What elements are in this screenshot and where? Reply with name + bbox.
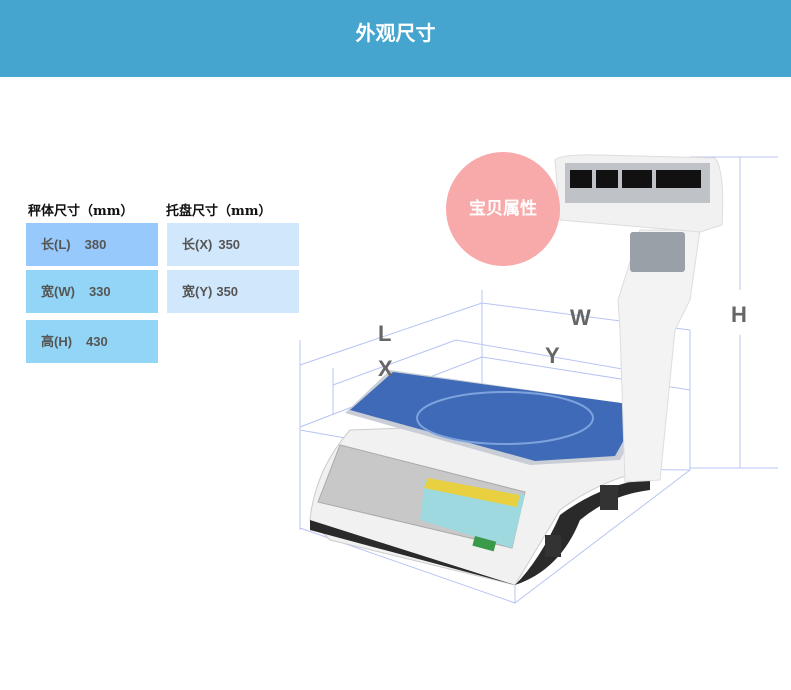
cell-label: 长(X) — [182, 237, 213, 252]
cell-value: 350 — [216, 284, 239, 299]
enter-key — [472, 536, 497, 552]
lcd-screen — [656, 170, 701, 188]
dimension-label-x: X — [378, 356, 393, 381]
tray-size-title: 托盘尺寸（mm） — [166, 204, 272, 219]
cell-value: 380 — [84, 237, 107, 252]
cell-value: 350 — [218, 237, 241, 252]
cell-label: 长(L) — [41, 237, 71, 252]
cell-label: 宽(W) — [41, 284, 75, 299]
weighing-platter — [350, 372, 643, 461]
cell-label: 高(H) — [41, 334, 73, 349]
dimension-label-l: L — [378, 321, 392, 346]
lcd-screen — [570, 170, 592, 188]
cell-value: 330 — [88, 284, 111, 299]
body-height-cell: 高(H) 430 — [26, 320, 158, 363]
lcd-screen — [622, 170, 652, 188]
tray-width-cell: 宽(Y)350 — [167, 270, 299, 313]
tray-length-cell: 长(X) 350 — [167, 223, 299, 266]
dimension-label-y: Y — [545, 343, 560, 368]
yellow-keys — [424, 478, 520, 507]
cell-value: 430 — [86, 334, 108, 349]
platter-ring — [416, 391, 594, 445]
body-length-cell: 长(L) 380 — [26, 223, 158, 266]
cell-label: 宽(Y) — [182, 284, 213, 299]
body-width-cell: 宽(W) 330 — [26, 270, 158, 313]
dimension-label-h: H — [731, 302, 747, 327]
dimension-label-w: W — [570, 305, 591, 330]
printer — [630, 232, 685, 272]
lcd-screen — [596, 170, 618, 188]
body-size-title: 秤体尺寸（mm） — [28, 204, 134, 219]
display-pole — [617, 229, 701, 483]
foot — [545, 535, 561, 557]
foot — [600, 485, 618, 510]
header-bar: 外观尺寸 — [0, 0, 791, 77]
page-title: 外观尺寸 — [355, 21, 436, 45]
product-attributes-badge: 宝贝属性 — [446, 152, 560, 266]
